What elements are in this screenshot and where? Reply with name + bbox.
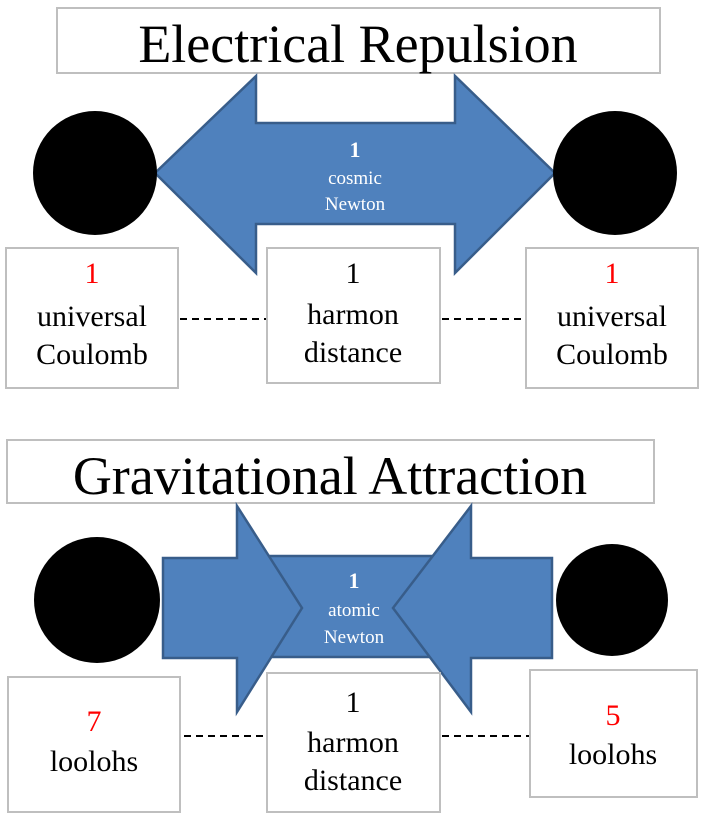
- force-unit-line2: Newton: [324, 627, 385, 648]
- force-unit-line2: Newton: [325, 194, 386, 215]
- left-mass-unit: loolohs: [50, 745, 138, 778]
- attraction-section: Gravitational Attraction 1 atomic Newton…: [6, 439, 698, 813]
- left-mass-ball: [34, 537, 160, 663]
- attraction-title-box: [6, 439, 655, 504]
- left-mass-box: [7, 676, 181, 813]
- left-charge-value: 1: [85, 257, 100, 290]
- distance-value: 1: [346, 257, 361, 290]
- left-charge-box: [5, 247, 179, 389]
- distance-box: [266, 247, 441, 384]
- distance-value: 1: [346, 686, 361, 719]
- right-charge-box: [525, 247, 699, 389]
- force-unit-line1: atomic: [328, 600, 380, 621]
- distance-unit1: harmon: [307, 726, 399, 759]
- force-value: 1: [350, 137, 361, 162]
- right-mass-ball: [556, 544, 668, 656]
- repulsion-title: Electrical Repulsion: [138, 14, 577, 74]
- right-mass-box: [529, 669, 698, 798]
- attraction-title: Gravitational Attraction: [73, 446, 587, 506]
- distance-box: [266, 672, 441, 813]
- right-charge-value: 1: [605, 257, 620, 290]
- right-charge-unit2: Coulomb: [556, 338, 668, 371]
- right-mass-value: 5: [606, 699, 621, 732]
- distance-unit2: distance: [304, 336, 402, 369]
- left-charge-unit2: Coulomb: [36, 338, 148, 371]
- repulsion-section: Electrical Repulsion 1 cosmic Newton 1 u…: [5, 7, 699, 389]
- right-charge-unit1: universal: [557, 300, 667, 333]
- left-charge-unit1: universal: [37, 300, 147, 333]
- distance-unit1: harmon: [307, 298, 399, 331]
- force-unit-line1: cosmic: [328, 168, 382, 189]
- right-arrow-icon: [161, 501, 304, 717]
- right-mass-unit: loolohs: [569, 738, 657, 771]
- left-charge-ball: [33, 111, 157, 235]
- distance-unit2: distance: [304, 764, 402, 797]
- left-mass-value: 7: [87, 705, 102, 738]
- left-arrow-icon: [391, 502, 554, 716]
- right-charge-ball: [553, 111, 677, 235]
- force-value: 1: [349, 568, 360, 593]
- repulsion-title-box: [56, 7, 661, 74]
